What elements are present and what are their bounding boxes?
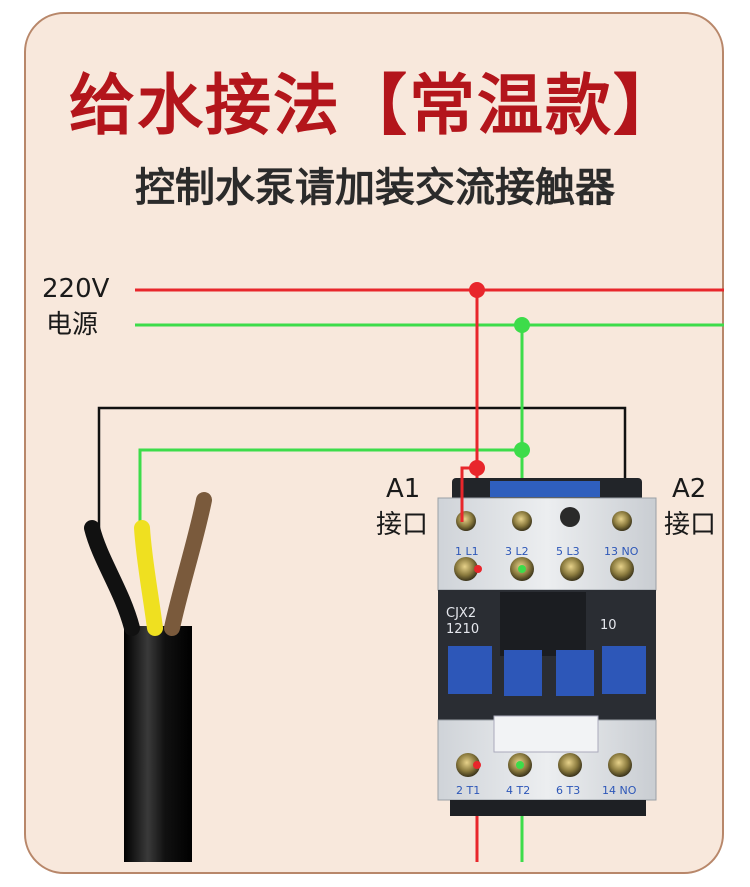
contactor [437,478,657,816]
coil-window-center-left [504,650,542,696]
junction-t2 [516,761,524,769]
page-title: 给水接法【常温款】 [69,67,681,144]
junction-neutral-cable [514,442,530,458]
coil-window-right [602,646,646,694]
coil-window-left [448,646,492,694]
terminal-label-3: 3 L2 [505,545,529,558]
screw-top-d [612,511,632,531]
screw-top-c [560,507,580,527]
screw-l1 [454,557,478,581]
screw-t3 [558,753,582,777]
terminal-label-5: 5 L3 [556,545,580,558]
contactor-code: 10 [600,618,617,633]
junction-l2 [518,565,526,573]
cable-core-black [84,520,140,636]
auxiliary-slider [493,715,599,753]
contactor-base [450,800,646,816]
a1-terminal-label: 接口 [376,510,429,540]
junction-live-main [469,282,485,298]
screw-top-b [512,511,532,531]
a2-terminal-name: A2 [672,474,707,504]
terminal-label-6: 6 T3 [556,784,581,797]
terminal-label-1: 1 L1 [455,545,479,558]
screw-l3 [560,557,584,581]
screw-top-a [456,511,476,531]
screw-no-13 [610,557,634,581]
neutral-wire-cable [138,448,522,530]
junction-live-a1 [469,460,485,476]
junction-t1 [473,761,481,769]
armature-housing [500,592,586,656]
page-subtitle: 控制水泵请加装交流接触器 [135,165,615,211]
junction-l1 [474,565,482,573]
junction-neutral-main [514,317,530,333]
terminal-label-2: 2 T1 [456,784,481,797]
coil-window-center-right [556,650,594,696]
power-source-label: 电源 [46,310,99,340]
a1-terminal-name: A1 [386,474,421,504]
power-voltage-label: 220V [42,274,110,304]
three-core-cable [84,492,212,862]
contactor-nameplate [490,481,600,497]
terminal-label-14: 14 NO [602,784,637,797]
screw-no-14 [608,753,632,777]
terminal-label-4: 4 T2 [506,784,531,797]
screw-t1 [456,753,480,777]
control-wire-black [97,406,627,530]
cable-sheath [124,626,192,862]
terminal-label-13: 13 NO [604,545,639,558]
a2-terminal-label: 接口 [664,510,717,540]
cable-core-brown [164,492,212,636]
cable-core-yellow-green [134,520,163,636]
